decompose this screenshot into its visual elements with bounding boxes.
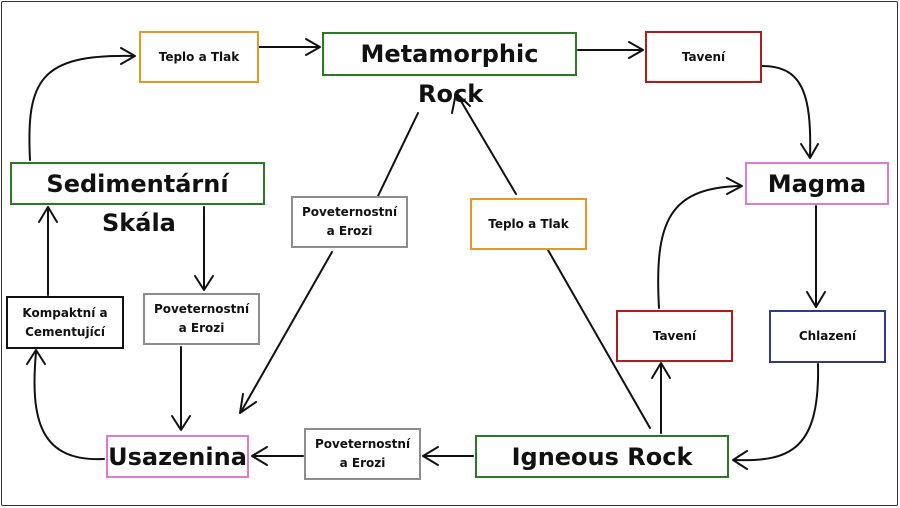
arrow-heat-to-metamorphic [258,38,321,56]
process-cooling: Chlazení [769,310,886,363]
process-weathering-left-line2: a Erozi [178,321,225,335]
arrow-igneous-to-weathering [422,446,474,466]
process-weathering-center-line2: a Erozi [326,224,373,238]
process-weathering-center: Poveternostní a Erozi [291,196,408,248]
node-metamorphic-rock-line2: Rock [418,80,484,108]
arrow-igneous-to-metamorphic [451,92,651,429]
arrow-metamorphic-to-melting [577,41,644,59]
arrow-magma-to-cooling [806,205,826,308]
arrow-sedimentary-to-weathering [194,206,214,291]
process-melting-bottom-label: Tavení [652,328,697,343]
process-melting-bottom: Tavení [616,310,733,362]
node-sediment-label: Usazenina [108,442,247,471]
process-compaction-line2: Cementující [25,324,105,339]
process-heat-pressure-top-label: Teplo a Tlak [158,49,240,64]
process-weathering-left-line1: Poveternostní [153,302,250,317]
process-weathering-bottom-line1: Poveternostní [314,437,411,452]
arrow-melting-to-magma-2 [657,177,743,309]
process-cooling-label: Chlazení [798,329,857,344]
node-sedimentary-rock-line1: Sedimentární [46,169,229,198]
arrow-sedimentary-to-heat [28,47,136,161]
arrow-metamorphic-to-sediment [239,112,419,414]
arrow-compaction-to-sedimentary [38,206,58,296]
process-weathering-bottom-line2: a Erozi [339,456,386,470]
process-melting-top-label: Tavení [681,49,726,64]
node-magma: Magma [745,162,889,205]
process-compaction-line1: Kompaktní a [22,305,108,320]
arrow-melting-to-magma [761,65,819,159]
process-heat-pressure-center-label: Teplo a Tlak [488,216,569,231]
node-magma-label: Magma [767,169,867,198]
arrow-weathering-to-sediment [251,446,304,466]
node-sedimentary-rock: Sedimentární [10,162,265,205]
arrow-cooling-to-igneous [732,363,820,470]
arrow-weathering-to-sediment-2 [171,346,191,431]
process-heat-pressure-center: Teplo a Tlak [470,198,587,250]
arrow-igneous-to-melting [651,362,671,434]
node-igneous-rock: Igneous Rock [475,435,729,478]
process-melting-top: Tavení [645,31,762,83]
node-metamorphic-rock: Metamorphic [322,32,577,76]
process-heat-pressure-top: Teplo a Tlak [139,31,259,83]
node-igneous-rock-label: Igneous Rock [511,442,693,471]
node-sediment: Usazenina [106,435,249,478]
node-sedimentary-rock-line2: Skála [102,209,176,237]
process-compaction: Kompaktní a Cementující [6,296,124,349]
node-metamorphic-rock-line1: Metamorphic [360,40,539,68]
process-weathering-center-line1: Poveternostní [301,205,398,220]
arrow-sediment-to-compaction [26,349,105,461]
process-weathering-left: Poveternostní a Erozi [143,293,260,345]
process-weathering-bottom: Poveternostní a Erozi [304,428,421,480]
